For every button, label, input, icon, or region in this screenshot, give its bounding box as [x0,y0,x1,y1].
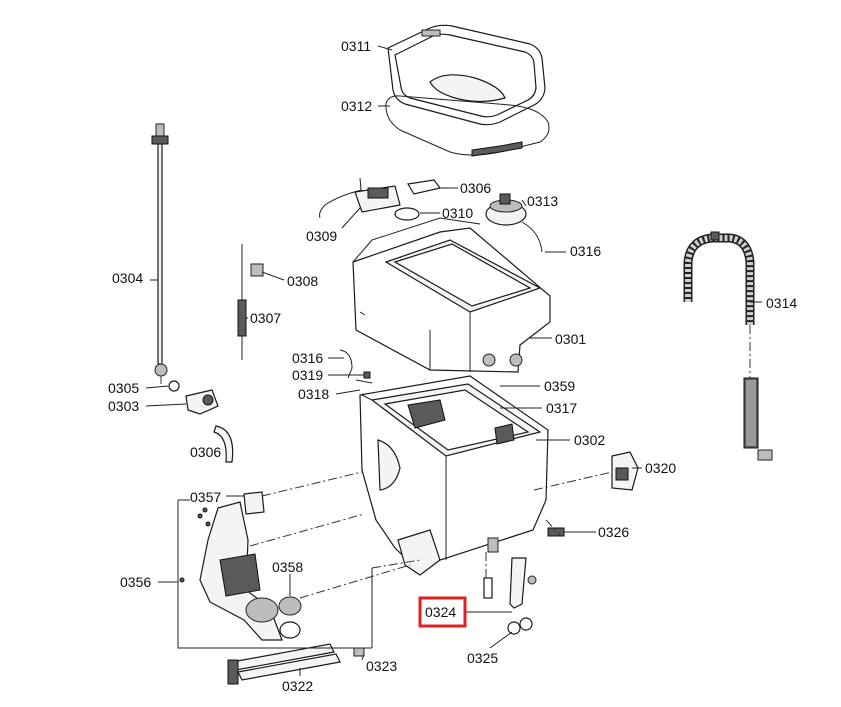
label-0310: 0310 [442,205,473,221]
label-0319: 0319 [292,367,323,383]
label-0358: 0358 [272,559,303,575]
group-brackets [158,499,372,649]
drain-hose-part [683,231,773,461]
label-0313: 0313 [527,193,558,209]
label-0357: 0357 [190,489,221,505]
heater-element-housing-part [611,451,639,491]
label-0325: 0325 [467,650,498,666]
lid-frame-part [387,24,546,126]
label-0356: 0356 [120,574,151,590]
label-0312: 0312 [341,98,372,114]
label-0309: 0309 [306,228,337,244]
label-0308: 0308 [287,273,318,289]
label-0322: 0322 [282,678,313,694]
label-0318: 0318 [298,386,329,402]
label-0306-top: 0306 [460,180,491,196]
label-0314: 0314 [766,295,797,311]
label-0316-top: 0316 [570,243,601,259]
water-inlet-rod-part [151,123,234,463]
spring-part [237,244,264,360]
screw-part [547,527,565,537]
leader-lines [145,45,762,676]
alignment-lines [160,325,751,599]
label-0323: 0323 [366,658,397,674]
door-lock-assembly-part [319,177,442,221]
label-0324: 0324 [425,604,456,620]
label-0305: 0305 [108,380,139,396]
lid-seal-part [385,95,550,157]
part-labels: 0311 0312 0306 0313 0310 0309 0316 0304 … [108,38,797,694]
label-0311: 0311 [341,38,371,54]
label-0301: 0301 [555,331,586,347]
label-0320: 0320 [645,460,676,476]
label-0359: 0359 [544,378,575,394]
label-0307: 0307 [250,310,281,326]
top-cabinet-part [352,217,551,373]
label-0317: 0317 [546,400,577,416]
shock-absorber-leg-part [483,557,537,635]
heating-element-part [227,568,373,685]
highlight-box-0324 [418,596,467,628]
label-0303: 0303 [108,398,139,414]
label-0326: 0326 [598,524,629,540]
label-0316-mid: 0316 [292,350,323,366]
pressure-switch-part [485,193,543,253]
label-0304: 0304 [112,270,143,286]
small-fittings-part [339,349,373,384]
drain-pump-assembly-part [179,491,302,641]
tub-housing-part [359,375,549,576]
label-0302: 0302 [574,432,605,448]
label-0306-left: 0306 [190,444,221,460]
